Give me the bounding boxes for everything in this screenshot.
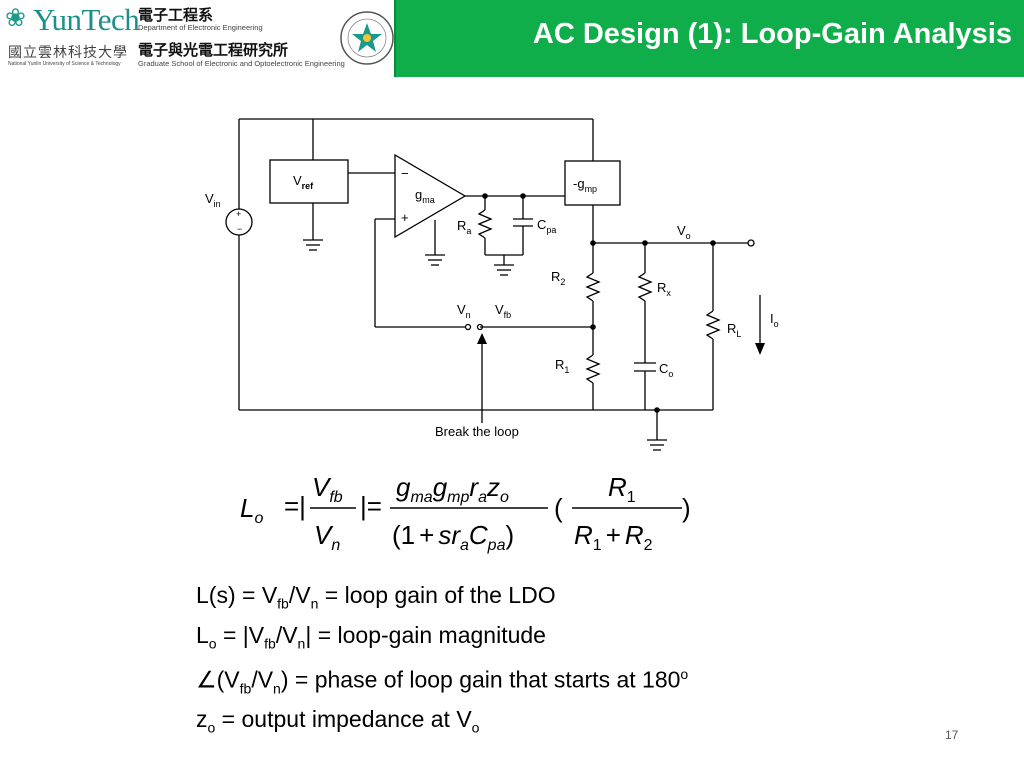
- ldo-circuit-diagram: Vin + − Vref − + gma -gmp Ra Cpa Vo R2 R…: [205, 118, 779, 451]
- label-opamp-plus: +: [401, 210, 409, 225]
- header-bar: ❀ YunTech 國立雲林科技大學 National Yunlin Unive…: [0, 0, 1024, 77]
- flower-logo-icon: ❀: [5, 4, 26, 32]
- definitions-list: L(s) = Vfb/Vn = loop gain of the LDO Lo …: [196, 580, 688, 744]
- label-rx: Rx: [657, 280, 671, 298]
- label-r1: R1: [555, 357, 569, 375]
- department-name-en: Department of Electronic Engineering: [138, 23, 263, 32]
- label-vfb: Vfb: [495, 302, 511, 320]
- label-io: Io: [770, 311, 779, 329]
- graduate-school-en: Graduate School of Electronic and Optoel…: [138, 59, 345, 68]
- definition-loop-gain-magnitude: Lo = |Vfb/Vn| = loop-gain magnitude: [196, 621, 546, 652]
- label-gma: gma: [415, 187, 435, 205]
- nyust-seal-icon: [340, 11, 394, 65]
- svg-text:+: +: [236, 209, 241, 219]
- svg-text:R1+R2: R1+R2: [574, 520, 653, 554]
- label-rl: RL: [727, 321, 741, 339]
- loop-gain-equation: Lo =| Vfb Vn |= gmagmprazo (1+sraCpa) ( …: [240, 472, 691, 554]
- svg-text:(1+sraCpa): (1+sraCpa): [392, 520, 514, 554]
- label-opamp-minus: −: [401, 166, 409, 181]
- label-co: Co: [659, 361, 673, 379]
- svg-text:): ): [682, 493, 691, 523]
- svg-text:R1: R1: [608, 472, 636, 506]
- label-cpa: Cpa: [537, 217, 556, 235]
- graduate-school-zh: 電子與光電工程研究所: [138, 42, 289, 59]
- definition-output-impedance: zo = output impedance at Vo: [196, 706, 480, 737]
- university-name-en: National Yunlin University of Science & …: [8, 61, 121, 67]
- definition-loop-gain: L(s) = Vfb/Vn = loop gain of the LDO: [196, 582, 556, 612]
- label-vref: Vref: [293, 173, 314, 191]
- svg-text:|=: |=: [360, 491, 382, 521]
- svg-text:Vn: Vn: [314, 520, 340, 554]
- slide-title: AC Design (1): Loop-Gain Analysis: [532, 18, 1012, 50]
- logo-wordmark: YunTech: [33, 2, 140, 37]
- label-gmp: -gmp: [573, 176, 597, 194]
- label-vn: Vn: [457, 302, 471, 320]
- logo-panel: ❀ YunTech 國立雲林科技大學 National Yunlin Unive…: [0, 0, 396, 77]
- label-r2: R2: [551, 269, 565, 287]
- svg-text:=|: =|: [284, 491, 306, 521]
- page-number: 17: [945, 728, 959, 742]
- svg-text:Vfb: Vfb: [312, 472, 343, 506]
- label-vin: Vin: [205, 191, 221, 209]
- svg-text:gmagmprazo: gmagmprazo: [396, 472, 509, 506]
- svg-text:Lo: Lo: [240, 493, 263, 527]
- svg-text:(: (: [554, 493, 563, 523]
- label-break-the-loop: Break the loop: [435, 424, 519, 439]
- department-name-zh: 電子工程系: [138, 7, 214, 24]
- label-ra: Ra: [457, 218, 471, 236]
- university-name-zh: 國立雲林科技大學: [8, 46, 128, 61]
- svg-text:−: −: [237, 224, 242, 234]
- definition-loop-gain-phase: ∠(Vfb/Vn) = phase of loop gain that star…: [196, 666, 689, 697]
- label-vo: Vo: [677, 223, 691, 241]
